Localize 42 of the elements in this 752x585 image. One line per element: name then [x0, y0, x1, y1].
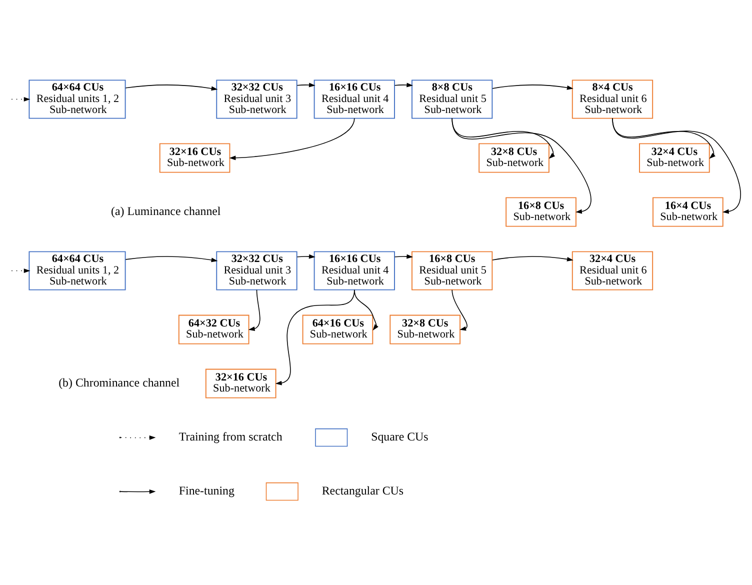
node-box: 32×32 CUs Residual unit 3 Sub-network	[216, 250, 298, 290]
legend-label: Training from scratch	[178, 428, 282, 443]
arrow	[11, 268, 30, 272]
arrow	[248, 288, 260, 330]
node-box: 64×32 CUs Sub-network	[178, 314, 250, 344]
node-box: 16×16 CUs Residual unit 4 Sub-network	[314, 250, 395, 290]
node-box: 32×16 CUs Sub-network	[205, 368, 276, 398]
legend-label: Rectangular CUs	[322, 482, 404, 497]
arrow	[394, 254, 414, 258]
arrow	[11, 96, 30, 101]
legend-label: Fine-tuning	[178, 482, 234, 497]
node-box: 32×16 CUs Sub-network	[159, 142, 230, 172]
arrow	[229, 117, 355, 160]
node-box: 16×4 CUs Sub-network	[652, 196, 724, 226]
node-box: 32×32 CUs Residual unit 3 Sub-network	[216, 79, 298, 118]
label: (a) Luminance channel	[111, 203, 221, 218]
arrow	[452, 117, 592, 214]
node-box: 32×4 CUs Residual unit 6 Sub-network	[572, 250, 654, 290]
node-box: 8×8 CUs Residual unit 5 Sub-network	[412, 79, 493, 118]
node-box: 32×8 CUs Sub-network	[478, 142, 550, 172]
arrow	[275, 288, 355, 385]
node-box: 64×16 CUs Sub-network	[302, 314, 374, 344]
arrow	[125, 256, 218, 262]
arrow	[492, 256, 574, 261]
arrow	[125, 84, 218, 90]
node-box: 8×4 CUs Residual unit 6 Sub-network	[572, 79, 654, 118]
node-box: 32×4 CUs Sub-network	[639, 142, 710, 172]
arrow	[296, 254, 316, 258]
arrow	[296, 82, 316, 87]
node-box: 16×8 CUs Residual unit 5 Sub-network	[412, 250, 493, 290]
node-box: 16×16 CUs Residual unit 4 Sub-network	[314, 79, 395, 118]
arrow	[394, 82, 414, 87]
node-box: 16×8 CUs Sub-network	[506, 196, 576, 226]
node-box: 64×64 CUs Residual units 1, 2 Sub-network	[28, 250, 126, 290]
arrow	[354, 288, 378, 330]
node-box: 32×8 CUs Sub-network	[390, 314, 460, 344]
legend-label: Square CUs	[371, 428, 428, 443]
arrow	[452, 288, 468, 330]
arrow	[492, 84, 574, 90]
label: (b) Chrominance channel	[58, 374, 180, 389]
node-box: 64×64 CUs Residual units 1, 2 Sub-network	[28, 79, 126, 118]
arrow	[612, 117, 741, 214]
